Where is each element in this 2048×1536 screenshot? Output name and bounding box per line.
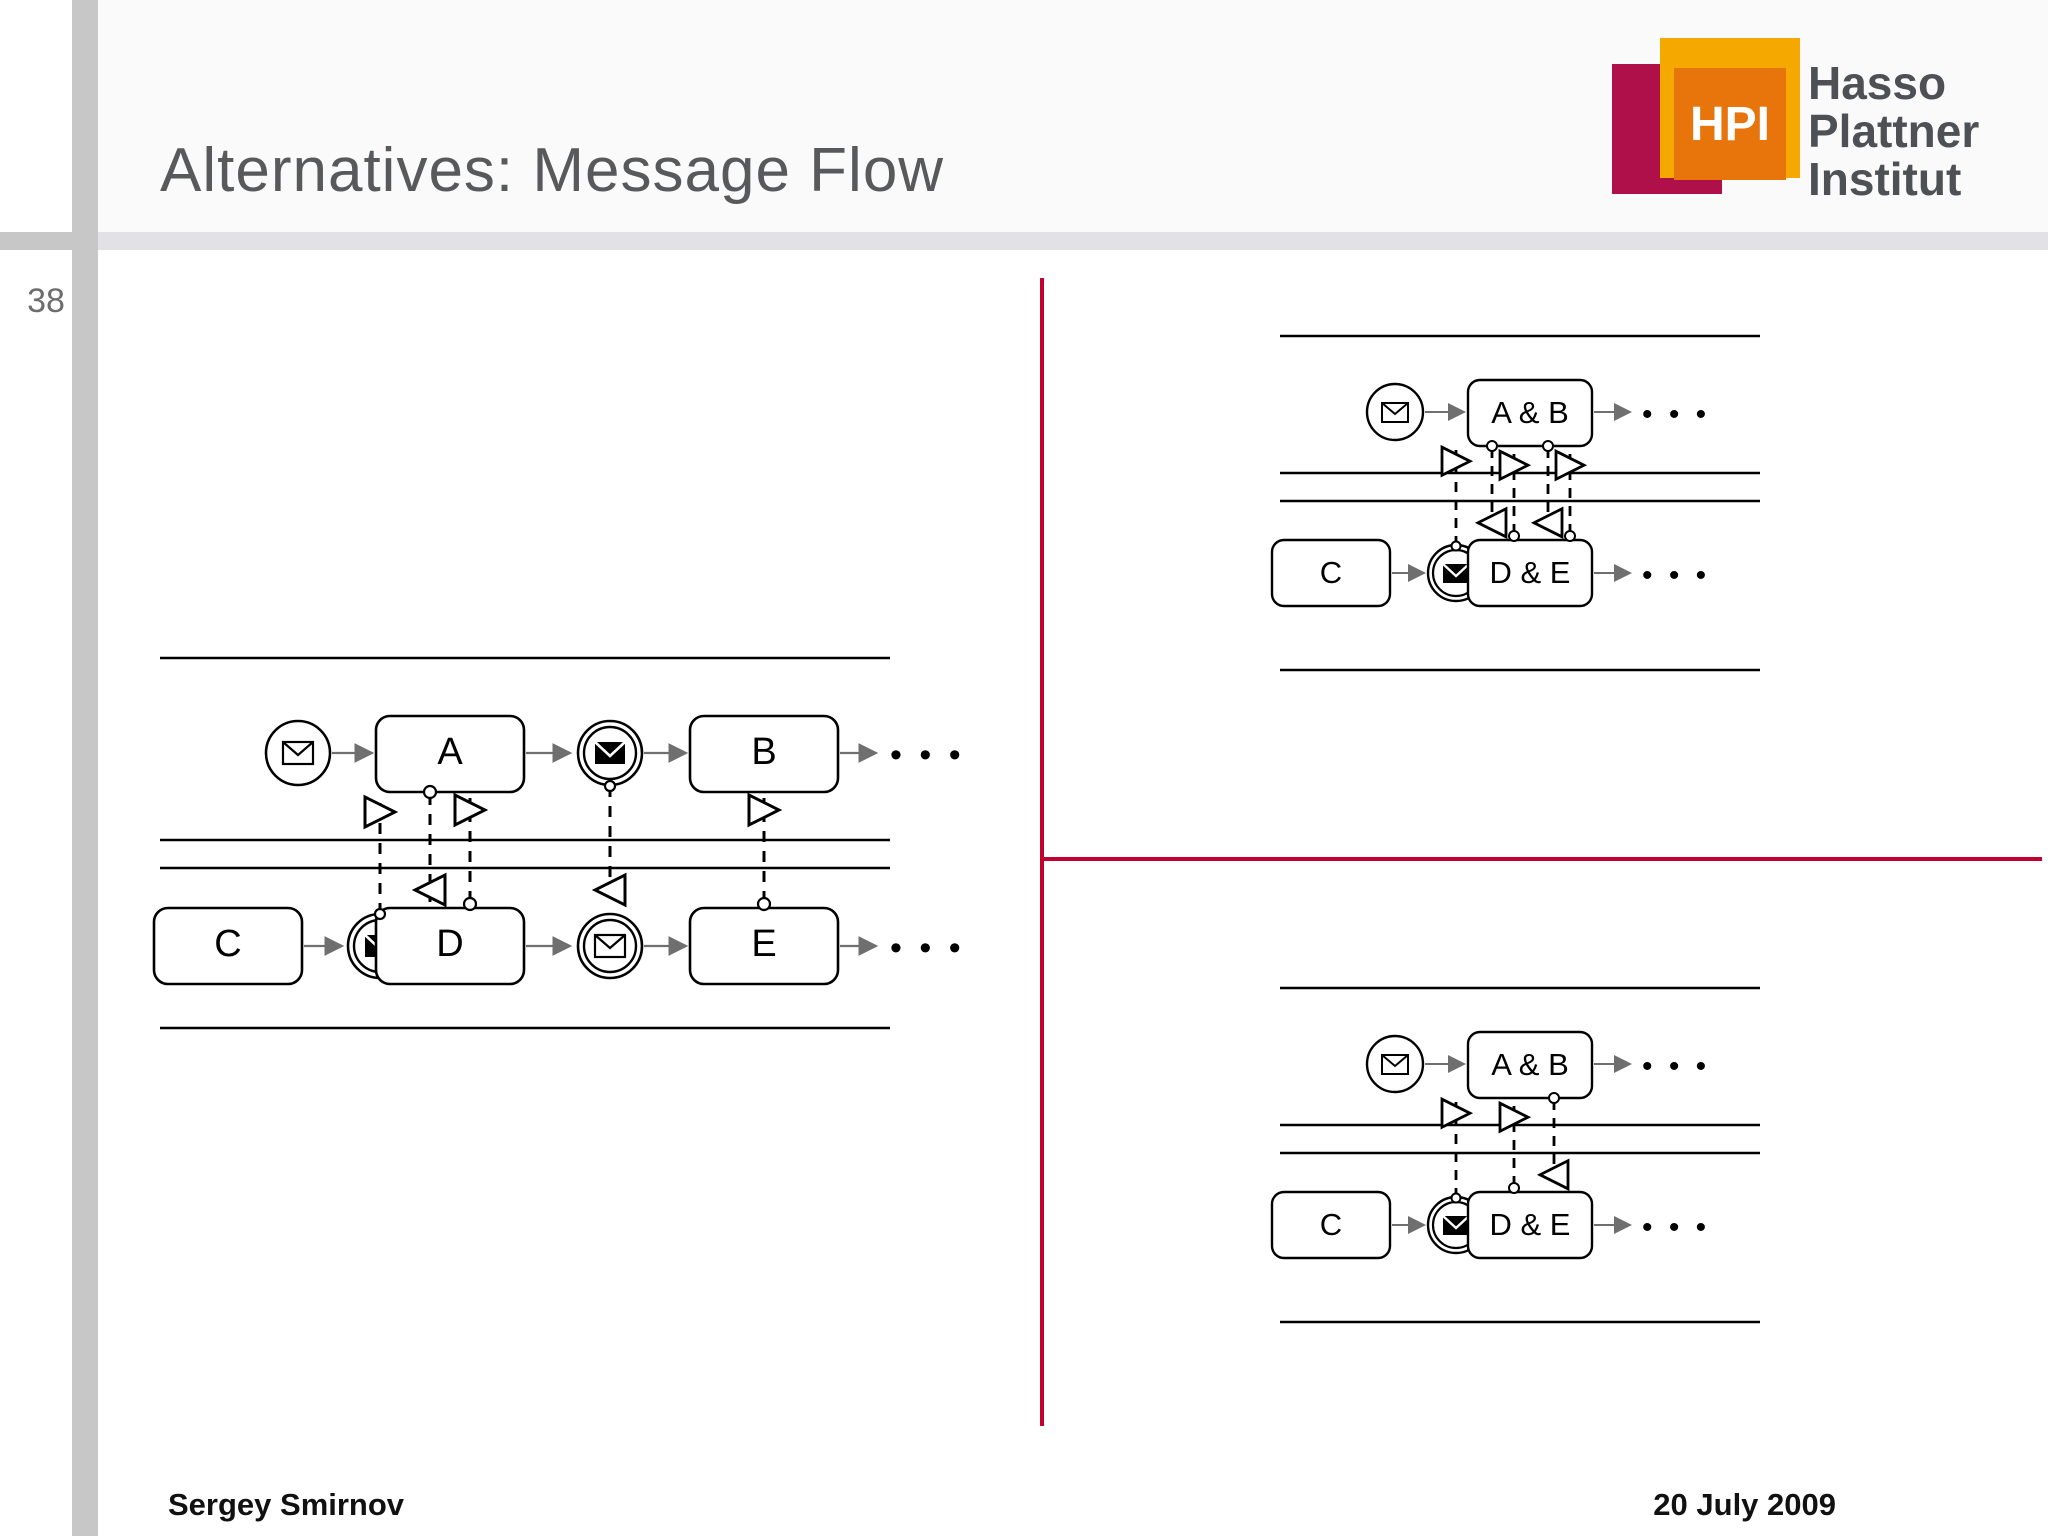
horizontal-red-separator	[1042, 857, 2042, 861]
task-e-label: E	[751, 923, 776, 965]
message-start-event-icon	[1365, 1034, 1425, 1094]
message-start-event-icon	[1365, 382, 1425, 442]
header-divider	[0, 232, 2048, 250]
logo-hpi-text: HPI	[1689, 97, 1770, 151]
task-c: C	[1270, 1190, 1392, 1260]
left-rail	[72, 0, 98, 1536]
continuation-ellipsis: • • •	[1642, 1050, 1710, 1083]
footer-author: Sergey Smirnov	[168, 1487, 405, 1522]
task-b: B	[688, 714, 840, 794]
task-d-label: D	[436, 923, 463, 965]
diagram-right-top: A & B • • • C D & E • • •	[1270, 334, 1860, 718]
message-start-event-icon	[264, 719, 332, 787]
logo-wordmark: Hasso Plattner Institut	[1808, 57, 1980, 205]
vertical-red-separator	[1040, 278, 1044, 1426]
task-ab: A & B	[1466, 378, 1594, 448]
logo-orange-square	[1674, 68, 1786, 180]
slide-number: 38	[27, 282, 65, 320]
diagram-left-original: A B • • • C	[152, 640, 961, 1030]
task-c: C	[152, 906, 304, 986]
task-de: D & E	[1466, 538, 1594, 608]
task-e: E	[688, 906, 840, 986]
task-a: A	[374, 714, 526, 794]
message-flows	[380, 786, 764, 914]
task-c-label: C	[1320, 1207, 1342, 1242]
task-c: C	[1270, 538, 1392, 608]
task-b-label: B	[751, 731, 776, 773]
logo-word-hasso: Hasso	[1808, 57, 1947, 109]
task-de: D & E	[1466, 1190, 1594, 1260]
continuation-ellipsis: • • •	[1642, 559, 1710, 592]
task-ab-label: A & B	[1491, 1047, 1569, 1082]
pool-lines	[1280, 986, 1760, 1324]
hpi-logo: HPI Hasso Plattner Institut	[1612, 26, 2022, 202]
logo-word-plattner: Plattner	[1808, 104, 1980, 157]
header-divider-rail	[0, 232, 98, 250]
message-flow-origin-dots	[1450, 440, 1576, 552]
task-ab: A & B	[1466, 1030, 1594, 1100]
task-de-label: D & E	[1490, 1207, 1571, 1242]
pool-lines	[160, 656, 890, 1030]
footer-date: 20 July 2009	[1653, 1487, 1836, 1522]
task-d: D	[374, 906, 526, 986]
message-flow-origin-dots	[373, 779, 772, 921]
logo-word-institut: Institut	[1808, 152, 1962, 205]
task-a-label: A	[437, 731, 463, 773]
page-title: Alternatives: Message Flow	[160, 136, 945, 205]
message-flows	[1456, 448, 1570, 546]
continuation-ellipsis: • • •	[890, 736, 965, 774]
continuation-ellipsis: • • •	[1642, 1211, 1710, 1244]
task-de-label: D & E	[1490, 555, 1571, 590]
message-throw-event-icon	[576, 719, 644, 787]
continuation-ellipsis: • • •	[1642, 398, 1710, 431]
message-flows	[1456, 1100, 1554, 1198]
task-c-label: C	[214, 923, 241, 965]
diagram-right-bottom: A & B • • • C D & E • • •	[1270, 986, 1860, 1370]
message-catch-event-icon	[576, 912, 644, 980]
message-flow-origin-dots	[1450, 1092, 1560, 1204]
task-ab-label: A & B	[1491, 395, 1569, 430]
task-c-label: C	[1320, 555, 1342, 590]
continuation-ellipsis: • • •	[890, 929, 965, 967]
